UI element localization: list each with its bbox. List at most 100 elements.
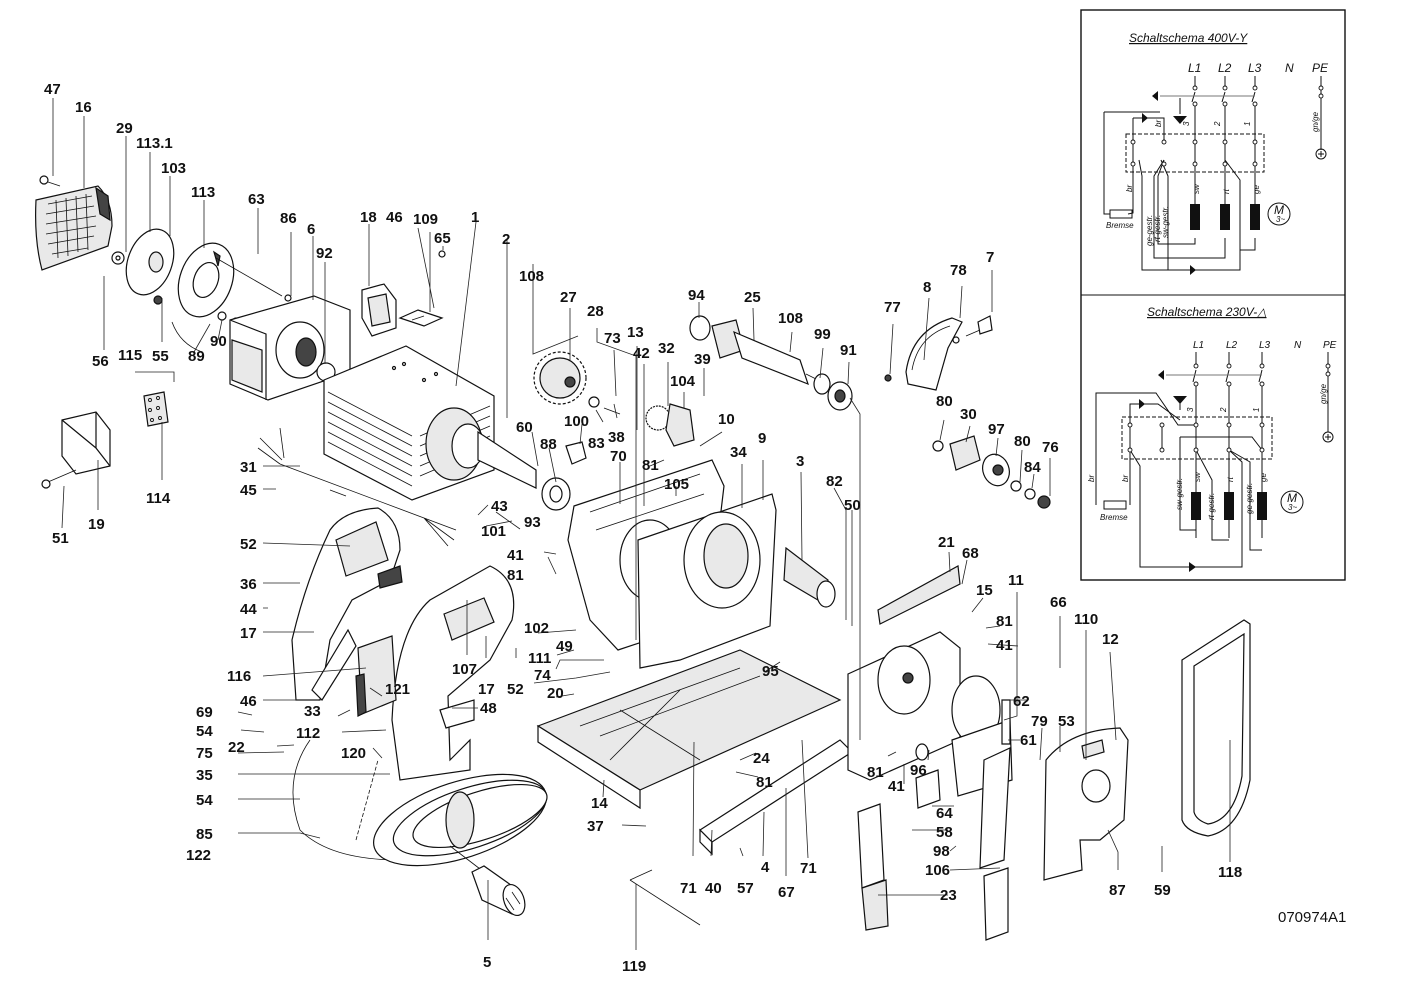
wire-label-rt-gestr: rt-gestr. (1207, 493, 1216, 520)
motor-label: M (1274, 203, 1284, 217)
phase-l2: L2 (1226, 340, 1238, 351)
phase-pe: PE (1312, 61, 1329, 75)
part-chain-118 (1181, 619, 1251, 837)
label-94: 94 (688, 287, 705, 304)
schematic-delta-230v: Schaltschema 230V-△ L1 L2 L3 N PE (1087, 305, 1337, 572)
brake-wire-label-1: br (1087, 475, 1096, 482)
phase-l3: L3 (1259, 340, 1271, 351)
label-60: 60 (516, 419, 533, 436)
label-77: 77 (884, 299, 901, 316)
part-fan-103 (125, 228, 175, 305)
part-handle-36 (291, 507, 403, 701)
label-53: 53 (1058, 713, 1075, 730)
label-27: 27 (560, 289, 577, 306)
term-num-1: 1 (1243, 122, 1252, 126)
label-56: 56 (92, 353, 109, 370)
term-num-3: 3 (1186, 407, 1195, 412)
label-44: 44 (240, 601, 257, 618)
label-41-lower: 41 (888, 778, 905, 795)
label-92: 92 (316, 245, 333, 262)
coil-label-sw: sw (1193, 471, 1202, 482)
part-gasket-18 (361, 283, 397, 337)
diode-icon (1190, 265, 1196, 275)
part-cap-100 (565, 441, 587, 465)
part-guard-cap (861, 879, 889, 931)
label-32: 32 (658, 340, 675, 357)
phase-pe: PE (1323, 340, 1337, 351)
label-95: 95 (762, 663, 779, 680)
label-13: 13 (627, 324, 644, 341)
part-terminal-box-19 (41, 411, 111, 489)
brake-icon (1109, 209, 1133, 219)
label-115: 115 (118, 347, 142, 364)
part-sprocket-30 (949, 435, 981, 471)
part-bearing-91 (827, 381, 853, 411)
part-block-64 (915, 769, 941, 809)
label-4: 4 (761, 859, 770, 876)
part-guide-bar-4 (699, 739, 853, 856)
label-118: 118 (1218, 864, 1242, 881)
part-handle-cover-17 (391, 565, 515, 781)
label-43: 43 (491, 498, 508, 515)
part-bar-tip (983, 867, 1009, 941)
schematic-star-400v: Schaltschema 400V-Y L1 L2 L3 N PE (1103, 31, 1329, 275)
part-screw-45 (329, 489, 347, 497)
coil-ge (1250, 204, 1260, 230)
coil-sw (1190, 204, 1200, 230)
label-9: 9 (758, 430, 766, 447)
label-109: 109 (413, 211, 438, 228)
label-42: 42 (633, 345, 650, 362)
label-21: 21 (938, 534, 955, 551)
label-114: 114 (146, 490, 171, 507)
label-3: 3 (796, 453, 804, 470)
label-69: 69 (196, 704, 213, 721)
part-fan-cover (35, 185, 113, 271)
phase-n: N (1285, 61, 1294, 75)
part-power-cord-85 (292, 739, 548, 873)
label-38: 38 (608, 429, 625, 446)
label-8: 8 (923, 279, 931, 296)
label-67: 67 (778, 884, 795, 901)
label-39: 39 (694, 351, 711, 368)
label-97: 97 (988, 421, 1005, 438)
label-81-mid: 81 (507, 567, 524, 584)
coil-rt (1224, 492, 1234, 520)
part-guard-23 (857, 803, 885, 889)
label-55: 55 (152, 348, 169, 365)
part-end-shield-6 (229, 295, 351, 401)
label-96: 96 (910, 762, 927, 779)
earth-icon (1322, 431, 1334, 443)
label-99: 99 (814, 326, 831, 343)
part-washer-80 (932, 440, 944, 452)
part-cover-12 (1043, 727, 1129, 881)
label-102: 102 (524, 620, 549, 637)
label-101: 101 (481, 523, 506, 540)
coil-label-rt: rt (1222, 188, 1231, 194)
phase-n: N (1294, 340, 1302, 351)
term-num-2: 2 (1219, 407, 1228, 413)
label-83: 83 (588, 435, 605, 452)
motor-label: M (1287, 491, 1297, 505)
label-116: 116 (227, 668, 251, 685)
label-71-left: 71 (680, 880, 697, 897)
label-108-right: 108 (778, 310, 803, 327)
label-22: 22 (228, 739, 245, 756)
phase-l3: L3 (1248, 61, 1262, 75)
part-base-plate-14 (536, 649, 842, 810)
part-washer-78 (952, 336, 960, 344)
label-52-right: 52 (507, 681, 524, 698)
term-num-3: 3 (1182, 121, 1191, 126)
brake-wire-label-2: br (1121, 475, 1130, 482)
part-nipple-62 (1001, 699, 1011, 745)
part-washer-80b (1010, 480, 1022, 492)
label-36: 36 (240, 576, 257, 593)
label-2: 2 (502, 231, 510, 248)
diode-icon (1158, 370, 1164, 380)
label-105: 105 (664, 476, 689, 493)
label-41-mid: 41 (507, 547, 524, 564)
label-52-left: 52 (240, 536, 257, 553)
part-switch-116 (355, 635, 397, 717)
part-guide-8 (905, 317, 963, 391)
label-46-top: 46 (386, 209, 403, 226)
